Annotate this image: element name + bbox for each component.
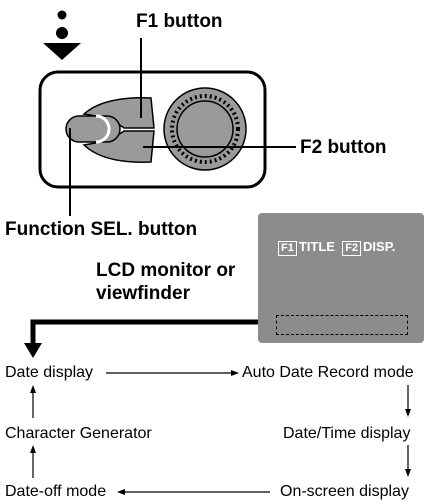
flow-auto-date-record: Auto Date Record mode bbox=[242, 364, 414, 381]
function-sel-button-shape bbox=[65, 115, 121, 143]
f1-button-label: F1 button bbox=[136, 11, 223, 32]
dial-knurl bbox=[170, 94, 240, 164]
f1-key-indicator: F1 bbox=[278, 241, 297, 256]
flow-entry-line bbox=[30, 319, 258, 345]
flow-date-time-display: Date/Time display bbox=[283, 425, 411, 442]
flow-character-generator: Character Generator bbox=[5, 425, 152, 442]
flow-date-display: Date display bbox=[5, 364, 94, 381]
f2-button-label: F2 button bbox=[300, 137, 387, 158]
flow-date-off-mode: Date-off mode bbox=[5, 483, 107, 500]
flow-on-screen-display: On-screen display bbox=[280, 483, 409, 500]
f2-key-indicator: F2 bbox=[342, 241, 362, 256]
function-sel-button-label: Function SEL. button bbox=[5, 219, 198, 240]
viewfinder-label: viewfinder bbox=[96, 283, 190, 304]
dial-inner bbox=[176, 100, 234, 158]
screen-disp-text: DISP. bbox=[363, 239, 396, 254]
flow-entry-arrow-icon bbox=[24, 343, 42, 358]
screen-title-text: TITLE bbox=[298, 239, 335, 254]
down-arrow-icon bbox=[43, 43, 81, 60]
lcd-monitor-label: LCD monitor or bbox=[96, 260, 236, 281]
screen-display-area bbox=[276, 315, 408, 335]
step-dot-icon bbox=[56, 27, 68, 39]
step-dot-icon bbox=[57, 10, 67, 20]
